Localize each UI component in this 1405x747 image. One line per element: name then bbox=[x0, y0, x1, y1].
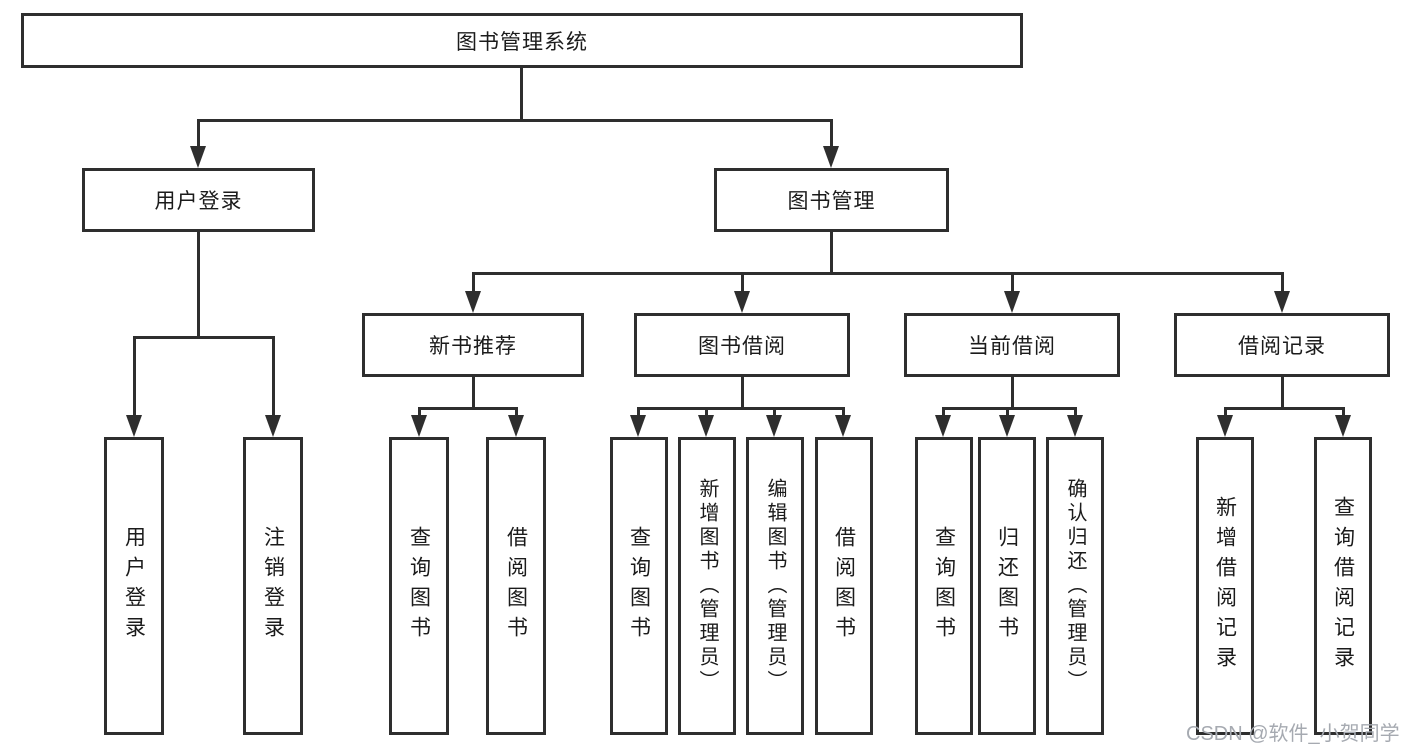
connector-line bbox=[197, 232, 200, 339]
connector-line bbox=[472, 272, 475, 294]
leaf-label: 编辑图书（管理员） bbox=[764, 478, 786, 694]
leaf-query-books-recommend: 查询图书 bbox=[389, 437, 449, 735]
arrowhead bbox=[935, 415, 951, 437]
leaf-label: 新增借阅记录 bbox=[1213, 496, 1237, 676]
connector-line bbox=[1011, 377, 1014, 410]
connector-line bbox=[1074, 407, 1077, 419]
arrowhead bbox=[698, 415, 714, 437]
node-new-book-recommend: 新书推荐 bbox=[362, 313, 584, 377]
connector-line bbox=[741, 377, 744, 410]
connector-line bbox=[1281, 272, 1284, 294]
leaf-confirm-return-admin: 确认归还（管理员） bbox=[1046, 437, 1104, 735]
connector-line bbox=[418, 407, 421, 419]
arrowhead bbox=[835, 415, 851, 437]
leaf-add-borrow-record: 新增借阅记录 bbox=[1196, 437, 1254, 735]
connector-line bbox=[830, 119, 833, 149]
arrowhead bbox=[1217, 415, 1233, 437]
arrowhead bbox=[465, 291, 481, 313]
arrowhead bbox=[630, 415, 646, 437]
arrowhead bbox=[766, 415, 782, 437]
leaf-label: 查询图书 bbox=[407, 526, 431, 646]
arrowhead bbox=[126, 415, 142, 437]
arrowhead bbox=[508, 415, 524, 437]
connector-line bbox=[942, 407, 945, 419]
leaf-borrow-books-recommend: 借阅图书 bbox=[486, 437, 546, 735]
node-root: 图书管理系统 bbox=[21, 13, 1023, 68]
leaf-return-book: 归还图书 bbox=[978, 437, 1036, 735]
leaf-label: 借阅图书 bbox=[832, 526, 856, 646]
leaf-logout: 注销登录 bbox=[243, 437, 303, 735]
connector-line bbox=[133, 336, 136, 418]
arrowhead bbox=[734, 291, 750, 313]
leaf-label: 确认归还（管理员） bbox=[1064, 478, 1086, 694]
leaf-query-books-current: 查询图书 bbox=[915, 437, 973, 735]
connector-line bbox=[942, 407, 1077, 410]
arrowhead bbox=[1004, 291, 1020, 313]
connector-line bbox=[1011, 272, 1014, 294]
connector-line bbox=[842, 407, 845, 419]
connector-line bbox=[1281, 377, 1284, 410]
connector-line bbox=[197, 119, 200, 149]
connector-line bbox=[197, 119, 833, 122]
leaf-label: 用户登录 bbox=[122, 526, 146, 646]
node-user-login: 用户登录 bbox=[82, 168, 315, 232]
leaf-add-book-admin: 新增图书（管理员） bbox=[678, 437, 736, 735]
connector-line bbox=[418, 407, 518, 410]
leaf-label: 新增图书（管理员） bbox=[696, 478, 718, 694]
node-book-borrowing: 图书借阅 bbox=[634, 313, 850, 377]
leaf-label: 查询图书 bbox=[627, 526, 651, 646]
leaf-label: 查询借阅记录 bbox=[1331, 496, 1355, 676]
arrowhead bbox=[1274, 291, 1290, 313]
leaf-label: 注销登录 bbox=[261, 526, 285, 646]
node-current-borrowing: 当前借阅 bbox=[904, 313, 1120, 377]
connector-line bbox=[741, 272, 744, 294]
connector-line bbox=[1006, 407, 1009, 419]
connector-line bbox=[637, 407, 845, 410]
connector-line bbox=[1342, 407, 1345, 419]
connector-line bbox=[1224, 407, 1345, 410]
connector-line bbox=[637, 407, 640, 419]
leaf-user-login: 用户登录 bbox=[104, 437, 164, 735]
leaf-query-books-borrowing: 查询图书 bbox=[610, 437, 668, 735]
connector-line bbox=[515, 407, 518, 419]
arrowhead bbox=[265, 415, 281, 437]
arrowhead bbox=[823, 146, 839, 168]
connector-line bbox=[472, 272, 1282, 275]
leaf-edit-book-admin: 编辑图书（管理员） bbox=[746, 437, 804, 735]
leaf-label: 查询图书 bbox=[932, 526, 956, 646]
connector-line bbox=[1224, 407, 1227, 419]
connector-line bbox=[472, 377, 475, 410]
arrowhead bbox=[1067, 415, 1083, 437]
connector-line bbox=[705, 407, 708, 419]
connector-line bbox=[133, 336, 275, 339]
arrowhead bbox=[999, 415, 1015, 437]
arrowhead bbox=[1335, 415, 1351, 437]
leaf-borrow-books-borrowing: 借阅图书 bbox=[815, 437, 873, 735]
csdn-watermark: CSDN @软件_小贺同学 bbox=[1186, 723, 1400, 745]
leaf-label: 归还图书 bbox=[995, 526, 1019, 646]
node-book-management: 图书管理 bbox=[714, 168, 949, 232]
node-borrowing-records: 借阅记录 bbox=[1174, 313, 1390, 377]
leaf-query-borrow-record: 查询借阅记录 bbox=[1314, 437, 1372, 735]
connector-line bbox=[520, 68, 523, 122]
arrowhead bbox=[190, 146, 206, 168]
connector-line bbox=[773, 407, 776, 419]
leaf-label: 借阅图书 bbox=[504, 526, 528, 646]
arrowhead bbox=[411, 415, 427, 437]
connector-line bbox=[272, 336, 275, 418]
connector-line bbox=[830, 232, 833, 275]
